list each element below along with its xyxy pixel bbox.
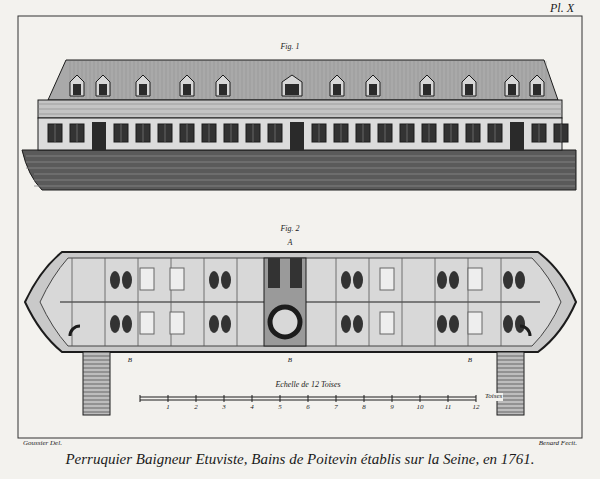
plate-label: B [287,357,293,365]
scale-bar [140,395,476,402]
plan-figure [25,252,576,415]
plate-label: 12 [472,404,481,412]
plate-label: 2 [193,404,199,412]
plate-label: 11 [444,404,452,412]
elevation-figure [22,60,576,190]
plate-label: 8 [361,404,367,412]
plate-label: 3 [221,404,227,412]
plate-label: Fig. 2 [279,225,300,234]
plate-label: B [127,357,133,365]
plate-frame [18,16,582,438]
plate-label: A [287,239,294,248]
plate-label: 4 [249,404,255,412]
plate-label: 1 [165,404,171,412]
plate-title: Perruquier Baigneur Etuviste, Bains de P… [64,451,535,468]
plate-label: 7 [333,404,339,412]
plate-label: Echelle de 12 Toises [274,381,341,390]
plate-label: B [467,357,473,365]
plate-label: 5 [277,404,283,412]
plate-label: 9 [389,404,395,412]
plate-label: 6 [305,404,311,412]
plate-label: Goussier Del. [22,440,63,448]
plate-label: Fig. 1 [279,43,300,52]
plate-label: Benard Fecit. [538,440,578,448]
plate-label: Toises [484,393,503,401]
plate-label: 10 [416,404,425,412]
plate-label: Pl. X [549,2,575,15]
